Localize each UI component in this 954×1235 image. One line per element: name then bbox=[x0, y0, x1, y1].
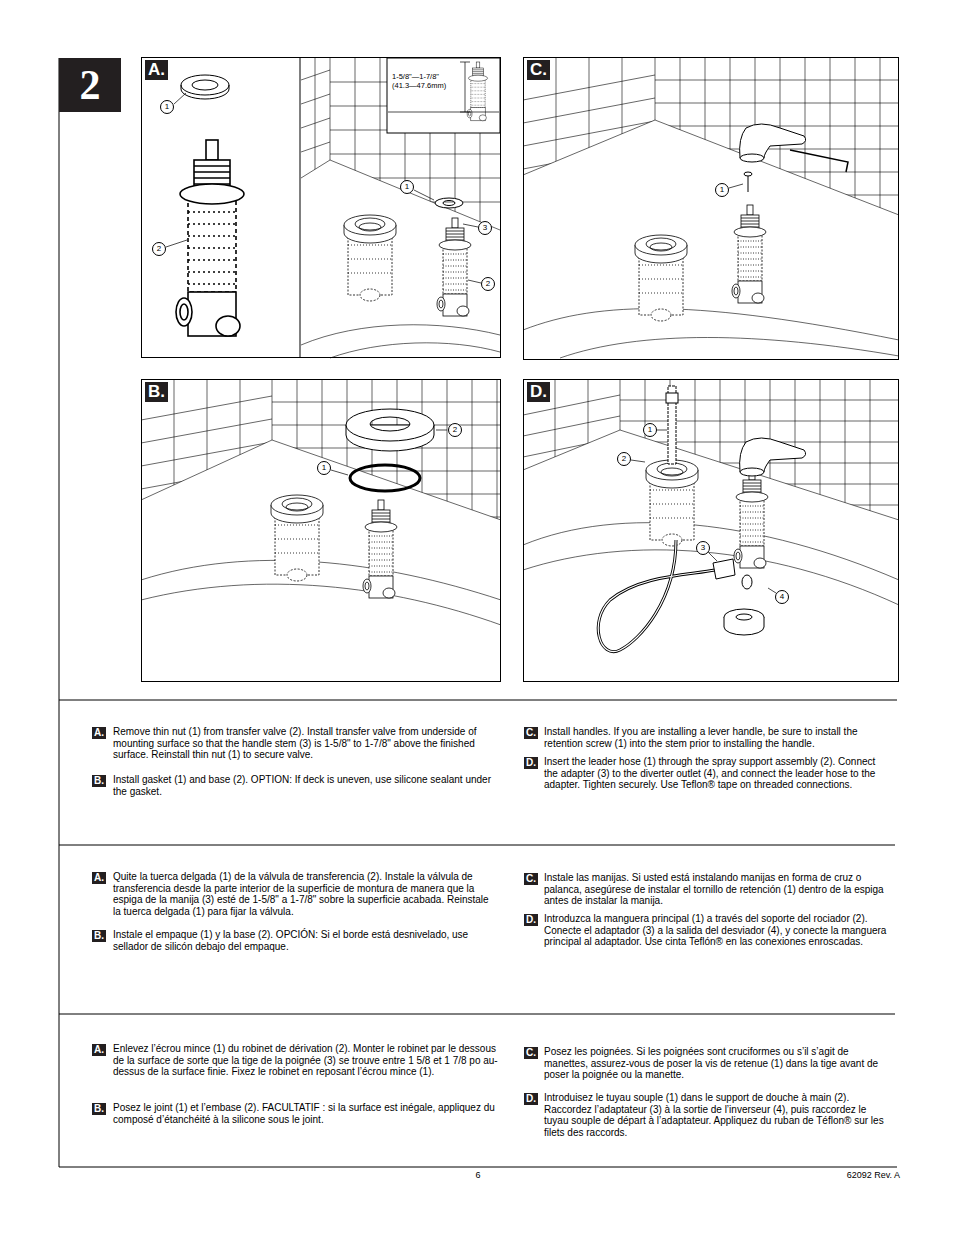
step-letter-box: C. bbox=[524, 873, 538, 885]
step-number-box: 2 bbox=[59, 58, 121, 112]
callout-number: 1 bbox=[322, 463, 326, 472]
step-letter: D. bbox=[526, 757, 536, 768]
illustration-panel: B. 2 1 bbox=[141, 379, 501, 682]
callout-number: 1 bbox=[648, 425, 652, 434]
instruction-text: Introduisez le tuyau souple (1) dans le … bbox=[544, 1092, 890, 1138]
step-letter: B. bbox=[94, 930, 104, 941]
callout-circle: 3 bbox=[696, 541, 710, 555]
step-letter-box: D. bbox=[524, 1093, 538, 1105]
step-number: 2 bbox=[80, 62, 101, 108]
document-number: 62092 Rev. A bbox=[790, 1170, 900, 1181]
callout-circle: 1 bbox=[715, 183, 729, 197]
instruction-text: Instale el empaque (1) y la base (2). OP… bbox=[113, 929, 498, 952]
callout-circle: 1 bbox=[160, 100, 174, 114]
callout-circle: 1 bbox=[643, 423, 657, 437]
callout-circle: 2 bbox=[481, 277, 495, 291]
instruction-text: Posez les poignées. Si les poignées sont… bbox=[544, 1046, 890, 1081]
panel-letter: A. bbox=[145, 60, 168, 80]
step-letter: A. bbox=[94, 727, 104, 738]
callout-number: 4 bbox=[780, 592, 784, 601]
step-letter: A. bbox=[94, 872, 104, 883]
callout-circle: 2 bbox=[448, 423, 462, 437]
step-letter: C. bbox=[526, 1047, 536, 1058]
step-letter-box: D. bbox=[524, 757, 538, 769]
callout-circle: 4 bbox=[775, 590, 789, 604]
illustration-panel: C. 1 bbox=[523, 57, 899, 360]
step-letter-box: A. bbox=[92, 727, 106, 739]
panel-letter: C. bbox=[527, 60, 550, 80]
instruction-text: Install handles. If you are installing a… bbox=[544, 726, 890, 749]
panel-letter: D. bbox=[527, 382, 550, 402]
instruction-text: Quite la tuerca delgada (1) de la válvul… bbox=[113, 871, 498, 917]
instruction-text: Install gasket (1) and base (2). OPTION:… bbox=[113, 774, 498, 797]
callout-number: 2 bbox=[157, 244, 161, 253]
instruction-text: Enlevez l’écrou mince (1) du robinet de … bbox=[113, 1043, 498, 1078]
callout-circle: 3 bbox=[478, 221, 492, 235]
callout-circle: 1 bbox=[317, 461, 331, 475]
step-letter-box: C. bbox=[524, 727, 538, 739]
step-letter: A. bbox=[94, 1044, 104, 1055]
page-number: 6 bbox=[440, 1170, 516, 1181]
panel-letter: B. bbox=[145, 382, 168, 402]
step-letter-box: C. bbox=[524, 1047, 538, 1059]
instruction-text: Instale las manijas. Si usted está insta… bbox=[544, 872, 890, 907]
callout-number: 2 bbox=[486, 279, 490, 288]
step-letter-box: D. bbox=[524, 914, 538, 926]
step-letter: D. bbox=[526, 1093, 536, 1104]
step-letter: C. bbox=[526, 727, 536, 738]
dimension-label: 1-5/8"—1-7/8" (41.3—47.6mm) bbox=[392, 72, 456, 90]
step-letter-box: B. bbox=[92, 1103, 106, 1115]
instruction-text: Introduzca la manguera principal (1) a t… bbox=[544, 913, 890, 948]
illustration-panel: D. 1 2 3 4 bbox=[523, 379, 899, 682]
step-letter: C. bbox=[526, 873, 536, 884]
step-letter-box: A. bbox=[92, 872, 106, 884]
step-letter-box: B. bbox=[92, 930, 106, 942]
step-letter: B. bbox=[94, 775, 104, 786]
callout-circle: 1 bbox=[400, 180, 414, 194]
callout-number: 1 bbox=[405, 182, 409, 191]
instruction-text: Posez le joint (1) et l’embase (2). FACU… bbox=[113, 1102, 498, 1125]
callout-number: 2 bbox=[453, 425, 457, 434]
step-letter: B. bbox=[94, 1103, 104, 1114]
illustration-panel: A. 1 2 1 3 2 bbox=[141, 57, 501, 358]
callout-number: 3 bbox=[483, 223, 487, 232]
step-letter: D. bbox=[526, 914, 536, 925]
callout-number: 3 bbox=[701, 543, 705, 552]
instruction-text: Insert the leader hose (1) through the s… bbox=[544, 756, 890, 791]
callout-circle: 2 bbox=[617, 452, 631, 466]
callout-number: 1 bbox=[720, 185, 724, 194]
callout-number: 2 bbox=[622, 454, 626, 463]
step-letter-box: B. bbox=[92, 775, 106, 787]
step-letter-box: A. bbox=[92, 1044, 106, 1056]
instruction-text: Remove thin nut (1) from transfer valve … bbox=[113, 726, 498, 761]
callout-circle: 2 bbox=[152, 242, 166, 256]
callout-number: 1 bbox=[165, 102, 169, 111]
